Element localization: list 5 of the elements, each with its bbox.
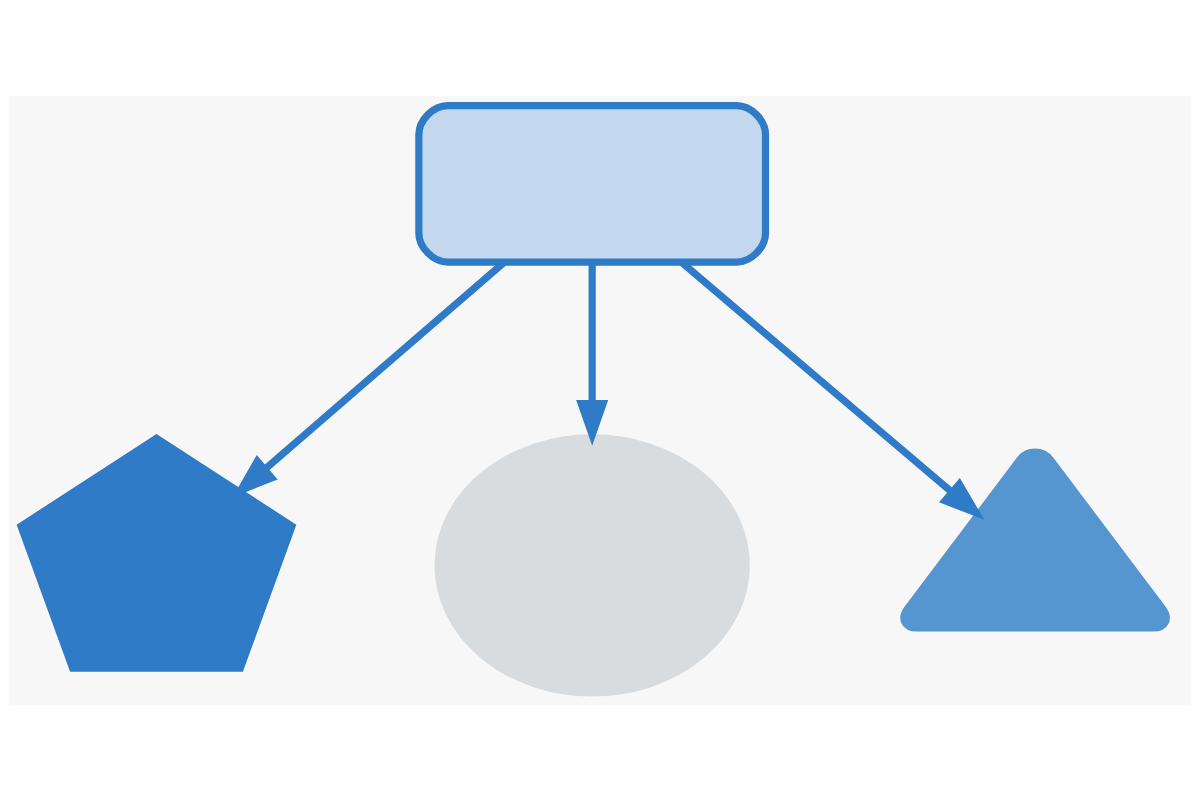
node-pentagon: [16, 433, 297, 672]
node-cloud: [434, 433, 750, 697]
node-box: [415, 101, 770, 266]
node-triangle: [900, 448, 1170, 632]
arrow: [576, 262, 609, 446]
